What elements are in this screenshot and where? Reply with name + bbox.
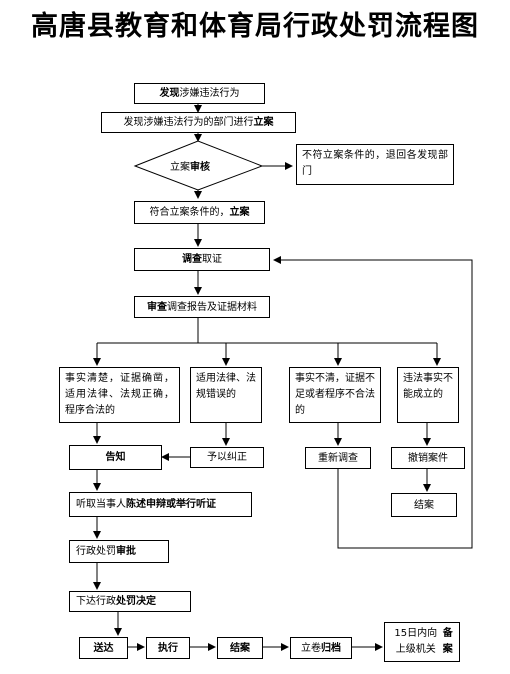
node-investigate: 调查取证 [134,248,270,271]
review-decision-diamond [133,140,264,191]
node-case-clear: 事实清楚，证据确凿，适用法律、法规正确，程序合法的 [59,367,180,423]
node-hearing: 听取当事人陈述申辩或举行听证 [69,492,252,517]
node-discover: 发现涉嫌违法行为 [134,83,265,104]
node-accept: 符合立案条件的，立案 [134,201,265,224]
node-unclear: 事实不清，证据不足或者程序不合法的 [289,367,381,423]
node-examine: 审查调查报告及证据材料 [134,296,270,318]
node-archive: 立卷归档 [290,637,352,659]
node-law-error: 适用法律、法规错误的 [190,367,262,423]
node-decide: 下达行政处罚决定 [69,591,191,612]
node-reinvestigate: 重新调查 [305,447,371,469]
node-close-revoke: 结案 [391,493,457,517]
node-return: 不符立案条件的，退回各发现部门 [296,144,454,185]
node-review-label: 立案审核 [170,162,210,173]
node-illegal: 违法事实不能成立的 [397,367,459,423]
node-revoke: 撤销案件 [391,447,465,469]
arrow-reinvestigate-loop [273,256,473,549]
node-close-final: 结案 [217,637,263,659]
node-deliver: 送达 [79,637,128,659]
node-approve: 行政处罚审批 [69,540,169,563]
node-notify: 告知 [69,445,162,470]
node-report: 15日内向上级机关备案 [384,622,460,662]
node-file-case: 发现涉嫌违法行为的部门进行立案 [101,112,296,133]
node-execute: 执行 [146,637,190,659]
page-title: 高唐县教育和体育局行政处罚流程图 [31,11,479,42]
node-correct: 予以纠正 [190,447,264,468]
